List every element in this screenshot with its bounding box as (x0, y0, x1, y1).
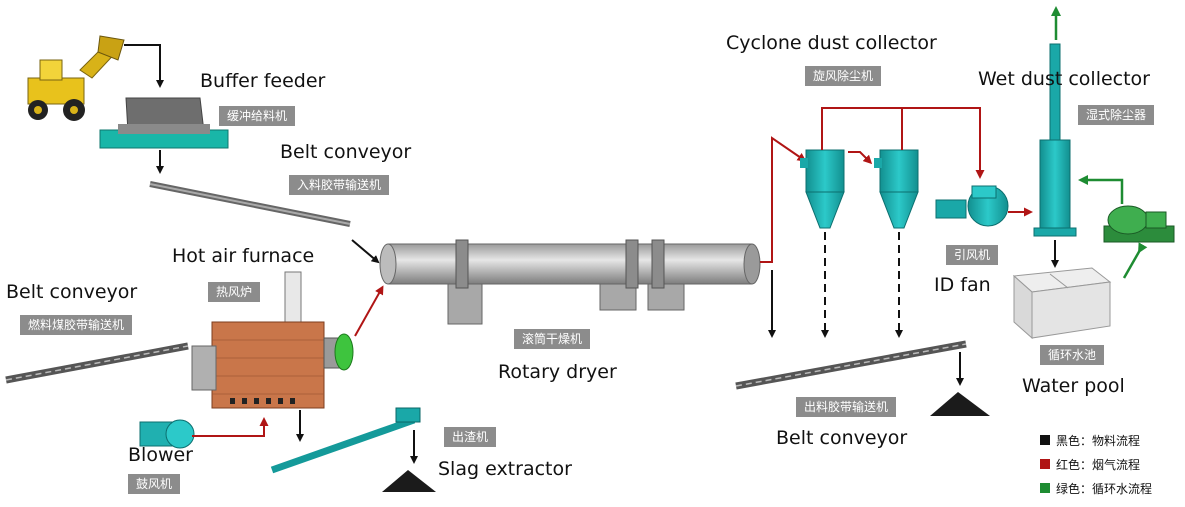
coal-conveyor-label: Belt conveyor (6, 281, 138, 303)
cyclone-top-duct (821, 107, 903, 150)
legend: 黑色：物料流程 红色：烟气流程 绿色：循环水流程 (1040, 428, 1152, 500)
loader-to-feeder-arrow (124, 44, 164, 88)
cyclone-2 (874, 149, 919, 229)
buffer-feeder (99, 97, 229, 149)
legend-text: 黑色：物料流程 (1056, 433, 1141, 448)
hot-air-furnace-label: Hot air furnace (172, 245, 315, 267)
rotary-dryer-cn-label: 滚筒干燥机 (514, 329, 591, 349)
cyclone-cn-label: 旋风除尘机 (805, 66, 882, 86)
pool-to-pump-arrow (1122, 242, 1148, 279)
legend-item-water: 绿色：循环水流程 (1040, 476, 1152, 500)
dryer-to-cyclone1-arrow (760, 136, 807, 263)
slag-extractor (270, 407, 421, 474)
legend-text: 红色：烟气流程 (1056, 457, 1141, 472)
coal-conveyor-cn-label: 燃料煤胶带输送机 (20, 315, 133, 335)
hot-air-furnace (191, 271, 354, 409)
wet-dust-collector (1033, 43, 1077, 237)
buffer-feeder-cn-label: 缓冲给料机 (219, 106, 296, 126)
square-black-icon (1040, 435, 1050, 445)
legend-item-material: 黑色：物料流程 (1040, 428, 1152, 452)
wheel-loader-icon (27, 35, 125, 121)
blower (139, 419, 195, 449)
pump-to-collector-arrow (1078, 175, 1124, 204)
outlet-conveyor-cn-label: 出料胶带输送机 (796, 397, 897, 417)
hot-air-furnace-cn-label: 热风炉 (208, 282, 261, 302)
outlet-conveyor-label: Belt conveyor (776, 427, 908, 449)
legend-text: 绿色：循环水流程 (1056, 481, 1153, 496)
water-pool (1012, 267, 1112, 340)
product-pile (930, 392, 990, 416)
wet-dust-collector-label: Wet dust collector (978, 68, 1150, 90)
blower-cn-label: 鼓风机 (128, 474, 181, 494)
coal-belt-conveyor (5, 342, 189, 384)
square-red-icon (1040, 459, 1050, 469)
water-pump (1103, 205, 1175, 243)
id-fan-cn-label: 引风机 (946, 245, 999, 265)
rotary-dryer-label: Rotary dryer (498, 361, 617, 383)
wet-dust-collector-cn-label: 湿式除尘器 (1078, 105, 1155, 125)
slag-extractor-cn-label: 出渣机 (444, 427, 497, 447)
water-pool-cn-label: 循环水池 (1040, 345, 1105, 365)
inlet-conveyor-label: Belt conveyor (280, 141, 412, 163)
blower-label: Blower (128, 444, 193, 466)
outlet-belt-conveyor (735, 340, 967, 390)
slag-extractor-label: Slag extractor (438, 458, 572, 480)
id-fan (935, 185, 1009, 227)
legend-item-flue-gas: 红色：烟气流程 (1040, 452, 1152, 476)
inlet-belt-conveyor (149, 181, 351, 227)
slag-pile (382, 470, 436, 492)
water-pool-label: Water pool (1022, 375, 1125, 397)
inlet-conveyor-cn-label: 入料胶带输送机 (289, 175, 390, 195)
id-fan-label: ID fan (934, 274, 991, 296)
blower-to-furnace-arrow (192, 417, 269, 437)
furnace-to-dryer-arrow (354, 285, 384, 337)
cyclone1-to-cyclone2-arrow (848, 151, 873, 165)
rotary-dryer (379, 239, 761, 325)
cyclone-1 (800, 149, 845, 229)
cyclone-to-idfan-arrow (902, 107, 985, 179)
cyclone-label: Cyclone dust collector (726, 32, 937, 54)
square-green-icon (1040, 483, 1050, 493)
conveyor-to-dryer-arrow (351, 239, 380, 264)
buffer-feeder-label: Buffer feeder (200, 70, 326, 92)
